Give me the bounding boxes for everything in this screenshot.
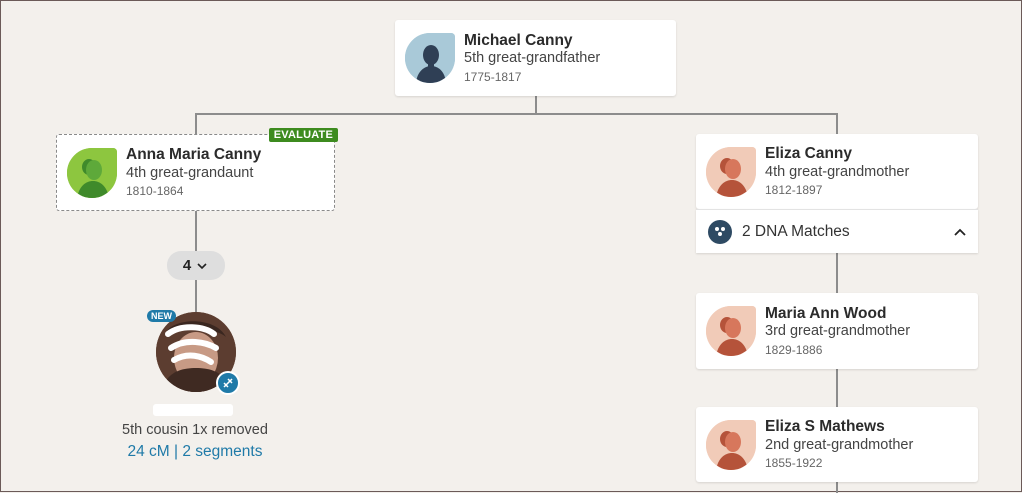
connector-line: [195, 280, 197, 314]
count-label: 4: [182, 257, 192, 274]
person-name: Michael Canny: [464, 31, 573, 49]
person-name: Eliza Canny: [765, 145, 852, 163]
person-dates: 1775-1817: [464, 69, 522, 84]
person-relationship: 3rd great-grandmother: [765, 323, 911, 340]
person-name: Anna Maria Canny: [126, 146, 262, 164]
expand-count-button[interactable]: 4: [167, 251, 225, 280]
female-avatar-icon: [706, 419, 756, 470]
connector-line: [195, 113, 197, 134]
match-dna-link[interactable]: 24 cM | 2 segments: [127, 443, 263, 460]
person-card-michael-canny[interactable]: Michael Canny 5th great-grandfather 1775…: [395, 20, 676, 96]
person-relationship: 2nd great-grandmother: [765, 436, 914, 453]
connector-line: [836, 253, 838, 293]
male-avatar-icon: [405, 33, 455, 83]
dna-matches-toggle[interactable]: 2 DNA Matches: [696, 209, 978, 253]
person-name: Maria Ann Wood: [765, 304, 887, 322]
connector-line: [535, 96, 537, 113]
female-avatar-icon: [706, 146, 756, 197]
new-badge: NEW: [147, 310, 176, 322]
chevron-down-icon: [197, 262, 207, 269]
person-card-maria-ann-wood[interactable]: Maria Ann Wood 3rd great-grandmother 182…: [696, 293, 978, 369]
person-relationship: 5th great-grandfather: [464, 50, 601, 67]
redacted-match-name: [153, 404, 233, 416]
person-relationship: 4th great-grandaunt: [126, 164, 254, 181]
female-avatar-icon: [706, 306, 756, 356]
person-card-eliza-canny[interactable]: Eliza Canny 4th great-grandmother 1812-1…: [696, 134, 978, 209]
person-card-anna-maria-canny[interactable]: EVALUATE Anna Maria Canny 4th great-gran…: [56, 128, 338, 211]
person-dates: 1812-1897: [765, 183, 823, 198]
person-card-eliza-s-mathews[interactable]: Eliza S Mathews 2nd great-grandmother 18…: [696, 407, 978, 482]
connector-line: [836, 369, 838, 407]
connector-line: [836, 113, 838, 134]
connector-line: [836, 482, 838, 493]
connector-line: [195, 211, 197, 251]
dna-matches-icon: [708, 219, 732, 244]
person-dates: 1829-1886: [765, 342, 823, 357]
person-dates: 1810-1864: [126, 184, 184, 199]
connector-line: [195, 113, 837, 115]
person-dates: 1855-1922: [765, 456, 823, 471]
female-avatar-icon: [67, 147, 117, 198]
evaluate-badge[interactable]: EVALUATE: [268, 128, 338, 142]
person-name: Eliza S Mathews: [765, 418, 885, 436]
dna-link-icon: [216, 371, 240, 395]
person-relationship: 4th great-grandmother: [765, 163, 910, 180]
dna-matches-label: 2 DNA Matches: [742, 222, 850, 240]
match-relationship: 5th cousin 1x removed: [122, 422, 268, 438]
chevron-up-icon[interactable]: [952, 224, 968, 240]
